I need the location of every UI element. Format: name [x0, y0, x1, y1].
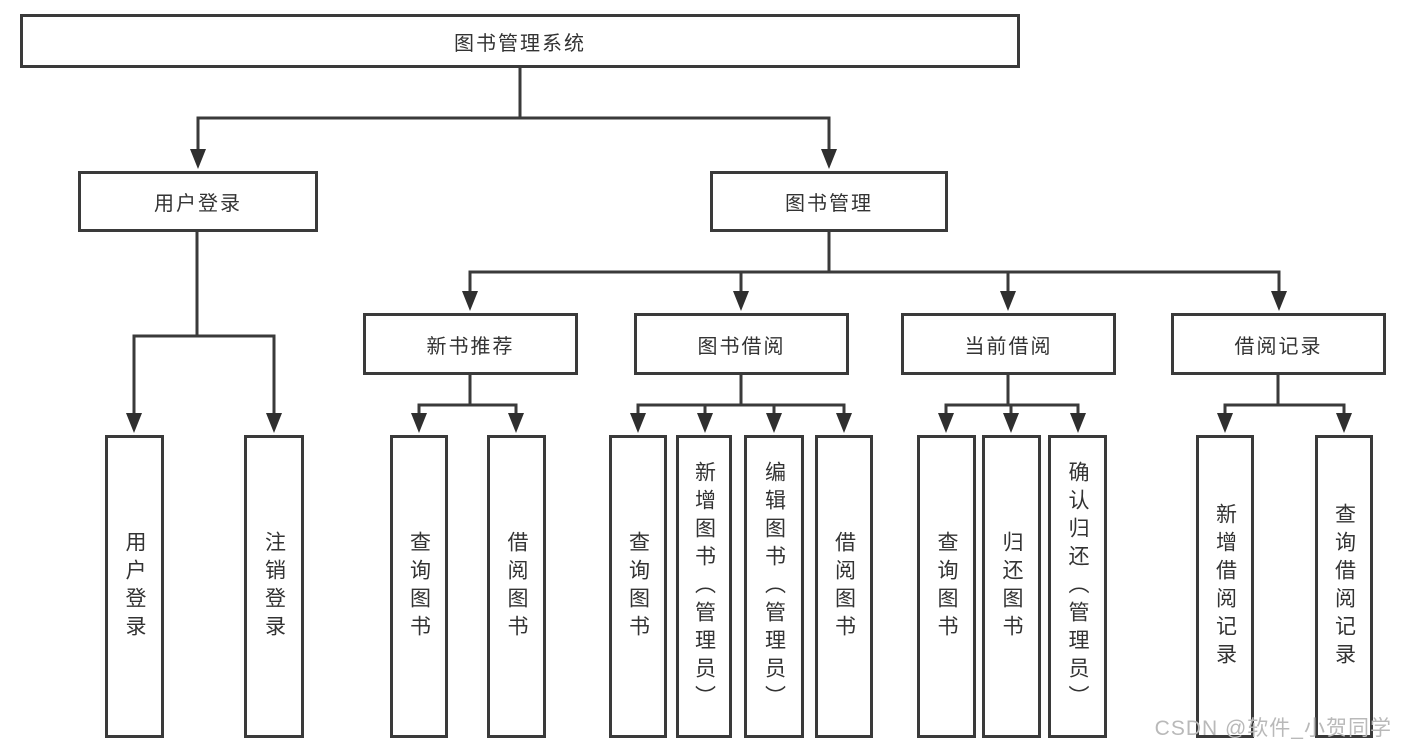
leaf-add-borrow-record-label: 新增借阅记录	[1213, 502, 1237, 671]
arrowhead	[1000, 291, 1016, 311]
leaf-return-books: 归还图书	[982, 435, 1041, 738]
arrowhead	[733, 291, 749, 311]
leaf-borrow-books-recommend-label: 借阅图书	[505, 530, 528, 643]
arrowhead	[411, 413, 427, 433]
leaf-add-books-admin: 新增图书（管理员）	[676, 435, 732, 738]
leaf-borrow-books: 借阅图书	[815, 435, 873, 738]
leaf-query-books-current-label: 查询图书	[935, 530, 958, 643]
arrowhead	[1070, 413, 1086, 433]
connector-borrowing-to-leaves	[636, 373, 846, 421]
arrowhead	[1217, 413, 1233, 433]
connector-newbook-to-leaves	[417, 373, 518, 421]
arrowhead	[630, 413, 646, 433]
leaf-edit-books-admin: 编辑图书（管理员）	[744, 435, 804, 738]
connector-current-to-leaves	[944, 373, 1080, 421]
watermark-text: CSDN @软件_小贺同学	[1154, 717, 1392, 740]
leaf-query-books-recommend-label: 查询图书	[407, 530, 431, 643]
arrowhead	[766, 413, 782, 433]
leaf-return-books-label: 归还图书	[1000, 530, 1023, 643]
node-current-borrowing-label: 当前借阅	[964, 335, 1053, 358]
leaf-confirm-return-admin: 确认归还（管理员）	[1048, 435, 1107, 738]
leaf-query-books-borrowing: 查询图书	[609, 435, 667, 738]
node-current-borrowing: 当前借阅	[901, 313, 1116, 375]
node-book-management-label: 图书管理	[785, 193, 873, 215]
arrowhead	[266, 413, 282, 433]
node-root: 图书管理系统	[20, 14, 1020, 68]
node-user-login-label: 用户登录	[154, 193, 242, 215]
leaf-query-books-recommend: 查询图书	[390, 435, 448, 738]
leaf-logout-label: 注销登录	[262, 530, 286, 643]
node-book-borrowing-label: 图书借阅	[697, 335, 786, 358]
node-new-book-recommend-label: 新书推荐	[426, 335, 515, 358]
node-book-management: 图书管理	[710, 171, 948, 232]
leaf-query-books-current: 查询图书	[917, 435, 976, 738]
node-user-login: 用户登录	[78, 171, 318, 232]
arrowhead	[836, 413, 852, 433]
arrowhead	[697, 413, 713, 433]
leaf-user-login: 用户登录	[105, 435, 164, 738]
arrowhead	[190, 149, 206, 169]
arrowhead	[462, 291, 478, 311]
arrowheads	[126, 149, 1352, 433]
node-root-label: 图书管理系统	[454, 32, 586, 55]
connector-userlogin-to-leaves	[132, 230, 276, 421]
node-borrowing-records: 借阅记录	[1171, 313, 1386, 375]
leaf-borrow-books-label: 借阅图书	[832, 530, 856, 643]
leaf-query-borrow-record: 查询借阅记录	[1315, 435, 1373, 738]
arrowhead	[821, 149, 837, 169]
leaf-confirm-return-admin-label: 确认归还（管理员）	[1066, 460, 1089, 713]
node-new-book-recommend: 新书推荐	[363, 313, 578, 375]
connector-records-to-leaves	[1223, 373, 1346, 421]
arrowhead	[1003, 413, 1019, 433]
arrowhead	[1271, 291, 1287, 311]
node-book-borrowing: 图书借阅	[634, 313, 849, 375]
leaf-borrow-books-recommend: 借阅图书	[487, 435, 546, 738]
leaf-user-login-label: 用户登录	[123, 530, 146, 643]
leaf-query-borrow-record-label: 查询借阅记录	[1332, 502, 1356, 671]
leaf-logout: 注销登录	[244, 435, 304, 738]
arrowhead	[938, 413, 954, 433]
leaf-add-borrow-record: 新增借阅记录	[1196, 435, 1254, 738]
arrowhead	[126, 413, 142, 433]
leaf-edit-books-admin-label: 编辑图书（管理员）	[762, 460, 786, 713]
arrowhead	[1336, 413, 1352, 433]
connector-root-to-level2	[196, 66, 831, 155]
connector-bookmgmt-to-level3	[468, 230, 1281, 299]
arrowhead	[508, 413, 524, 433]
leaf-query-books-borrowing-label: 查询图书	[626, 530, 650, 643]
leaf-add-books-admin-label: 新增图书（管理员）	[692, 460, 716, 713]
node-borrowing-records-label: 借阅记录	[1234, 335, 1323, 358]
